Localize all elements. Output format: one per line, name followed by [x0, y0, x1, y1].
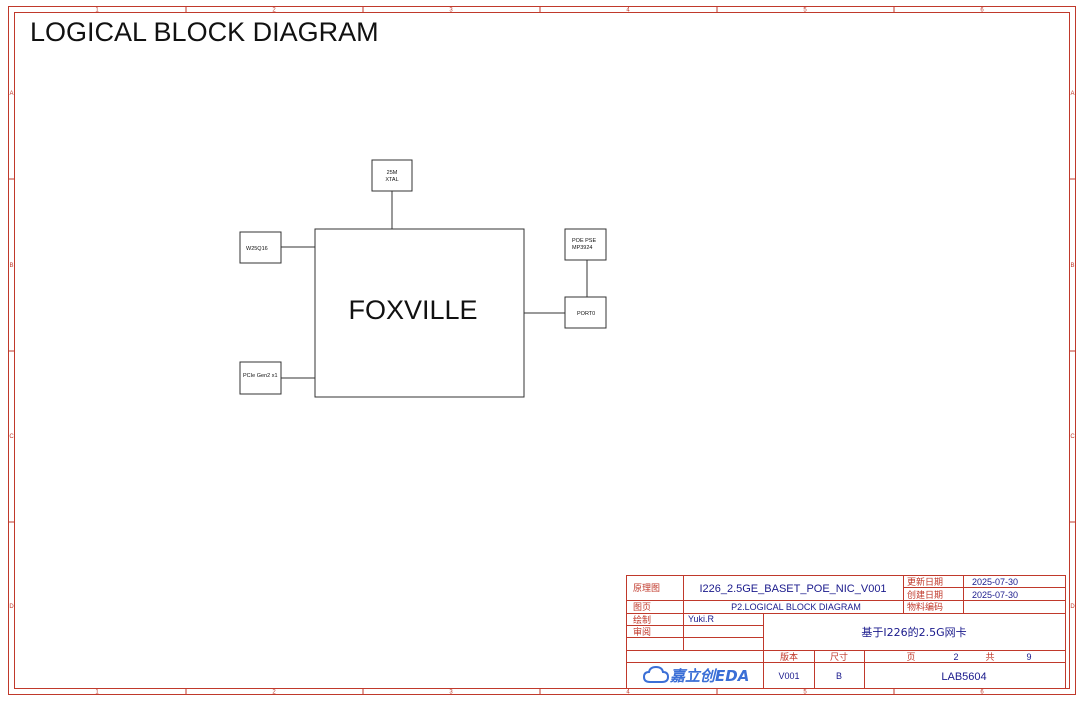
sheet-label: 图页 — [633, 602, 651, 613]
create-date-value: 2025-07-30 — [972, 590, 1018, 600]
xtal-label-type: XTAL — [385, 177, 398, 183]
pcie-block[interactable] — [239, 361, 282, 395]
zone-row-c-right: C — [1070, 434, 1075, 440]
zone-col-3-bottom: 3 — [449, 690, 453, 696]
zone-row-b-right: B — [1070, 263, 1074, 269]
zone-col-5-bottom: 5 — [803, 690, 807, 696]
flash-block[interactable] — [239, 231, 282, 264]
zone-row-b-left: B — [9, 263, 13, 269]
schematic-label: 原理图 — [633, 583, 660, 594]
eda-logo: 嘉立创EDA — [642, 665, 749, 685]
port0-label: PORT0 — [577, 311, 595, 317]
zone-col-4-top: 4 — [626, 8, 630, 14]
total-label: 共 — [985, 652, 994, 663]
poe-label-part: MP3924 — [572, 245, 593, 251]
create-date-label: 创建日期 — [907, 589, 943, 601]
total-pages: 9 — [1026, 652, 1031, 662]
zone-col-3-top: 3 — [449, 8, 453, 14]
pcie-label: PCIe Gen2 x1 — [243, 373, 278, 379]
xtal-label-freq: 25M — [387, 170, 398, 176]
version-value: V001 — [778, 671, 799, 681]
logo-text: 嘉立创EDA — [669, 667, 749, 685]
zone-col-1-bottom: 1 — [95, 690, 99, 696]
row-ticks — [8, 178, 1076, 523]
page-label: 页 — [906, 652, 915, 663]
foxville-label: FOXVILLE — [348, 295, 477, 325]
project-description: 基于I226的2.5G网卡 — [861, 625, 966, 639]
size-value: B — [836, 671, 842, 681]
sheet-name: P2.LOGICAL BLOCK DIAGRAM — [731, 602, 861, 612]
cloud-icon — [642, 665, 670, 683]
drawn-by-value: Yuki.R — [688, 614, 715, 624]
zone-row-a-left: A — [9, 91, 13, 97]
port0-block[interactable] — [564, 296, 607, 329]
page-number: 2 — [953, 652, 958, 662]
zone-col-5-top: 5 — [803, 8, 807, 14]
zone-row-d-right: D — [1070, 604, 1075, 610]
zone-col-6-top: 6 — [980, 8, 984, 14]
review-label: 审阅 — [633, 626, 651, 638]
schematic-name: I226_2.5GE_BASET_POE_NIC_V001 — [699, 583, 886, 595]
update-date-label: 更新日期 — [907, 576, 943, 588]
zone-col-4-bottom: 4 — [626, 690, 630, 696]
xtal-block[interactable] — [371, 159, 413, 192]
part-number-label: 物料编码 — [907, 601, 943, 613]
size-label: 尺寸 — [830, 651, 848, 663]
zone-col-6-bottom: 6 — [980, 690, 984, 696]
zone-row-d-left: D — [9, 604, 14, 610]
zone-row-c-left: C — [9, 434, 14, 440]
project-code: LAB5604 — [941, 671, 986, 683]
flash-label: W25Q16 — [246, 246, 268, 252]
drawn-by-label: 绘制 — [633, 614, 651, 626]
title-block — [626, 575, 1066, 689]
update-date-value: 2025-07-30 — [972, 577, 1018, 587]
poe-label-name: POE PSE — [572, 238, 596, 244]
page-title: LOGICAL BLOCK DIAGRAM — [30, 17, 379, 47]
column-ticks — [185, 6, 895, 695]
wires — [281, 191, 588, 379]
zone-col-2-bottom: 2 — [272, 690, 276, 696]
poe-pse-block[interactable] — [564, 228, 607, 261]
version-label: 版本 — [780, 651, 798, 663]
zone-row-a-right: A — [1070, 91, 1074, 97]
foxville-block[interactable] — [314, 228, 525, 398]
zone-col-2-top: 2 — [272, 8, 276, 14]
zone-col-1-top: 1 — [95, 8, 99, 14]
